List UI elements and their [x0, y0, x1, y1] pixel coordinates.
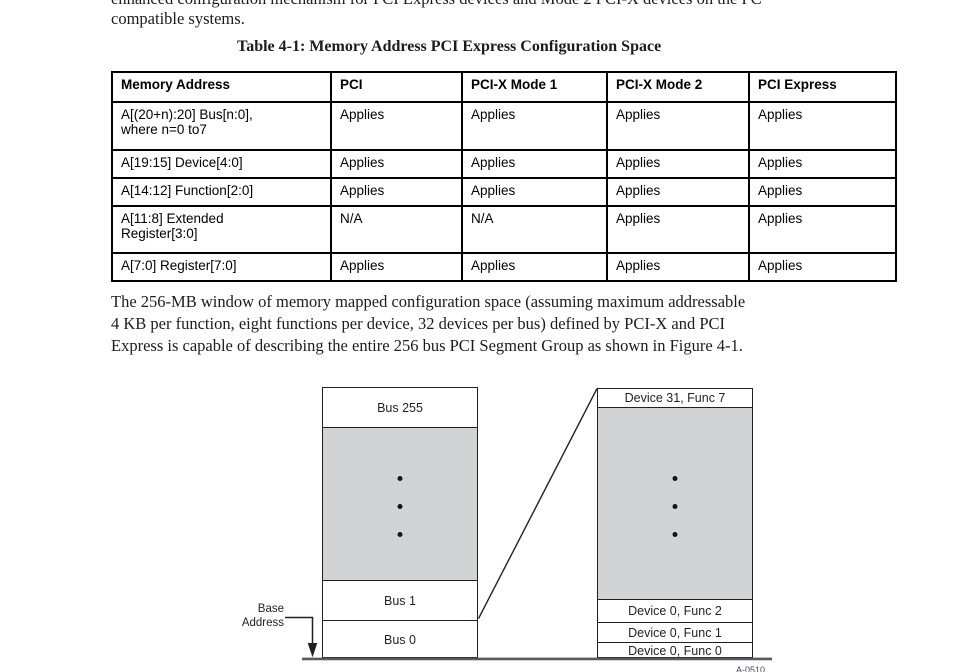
cell-address: A[14:12] Function[2:0]	[111, 177, 332, 207]
cell-value: Applies	[461, 177, 608, 207]
cell-value: Applies	[461, 101, 608, 151]
cell-value: Applies	[606, 177, 750, 207]
device-31-func-7-cell: Device 31, Func 7	[624, 391, 726, 405]
ellipsis-dot	[397, 504, 403, 509]
paragraph-line: Express is capable of describing the ent…	[111, 336, 743, 355]
device-ellipsis-region	[598, 407, 752, 600]
cell-value: Applies	[606, 205, 750, 254]
ellipsis-dot	[397, 476, 403, 481]
cell-value: Applies	[330, 177, 463, 207]
cell-value: Applies	[330, 101, 463, 151]
cell-value: Applies	[748, 101, 897, 151]
device-function-stack: Device 31, Func 7 Device 0, Func 2 Devic…	[597, 388, 753, 658]
bus-ellipsis-region	[323, 427, 477, 581]
paragraph-line: 4 KB per function, eight functions per d…	[111, 314, 726, 333]
table-caption: Table 4-1: Memory Address PCI Express Co…	[237, 38, 662, 55]
cell-value: Applies	[606, 149, 750, 179]
cell-address: A[19:15] Device[4:0]	[111, 149, 332, 179]
cell-address: A[7:0] Register[7:0]	[111, 252, 332, 282]
cell-value: Applies	[461, 149, 608, 179]
table-row: A[11:8] Extended Register[3:0] N/A N/A A…	[111, 205, 897, 254]
bus-255-cell: Bus 255	[377, 400, 423, 415]
col-header-memory-address: Memory Address	[111, 71, 332, 103]
cell-value: Applies	[606, 252, 750, 282]
cell-address: A[(20+n):20] Bus[n:0], where n=0 to7	[111, 101, 332, 151]
base-address-label-line1: Base	[257, 603, 284, 615]
device-0-func-0-cell: Device 0, Func 0	[598, 642, 752, 659]
memory-address-table: Memory Address PCI PCI-X Mode 1 PCI-X Mo…	[111, 71, 897, 282]
col-header-pcix-mode1: PCI-X Mode 1	[461, 71, 608, 103]
paragraph-line: The 256-MB window of memory mapped confi…	[111, 292, 746, 311]
expansion-diagonal-line	[477, 388, 598, 619]
cell-address: A[11:8] Extended Register[3:0]	[111, 205, 332, 254]
base-address-label-line2: Address	[241, 616, 284, 629]
cell-value: Applies	[748, 205, 897, 254]
cell-value: Applies	[606, 101, 750, 151]
base-address-leader-line	[285, 616, 314, 644]
base-address-arrowhead-icon	[307, 643, 318, 658]
cell-value: Applies	[748, 177, 897, 207]
table-row: A[7:0] Register[7:0] Applies Applies App…	[111, 252, 897, 282]
cell-value: Applies	[461, 252, 608, 282]
ellipsis-dot	[672, 504, 678, 509]
cell-value: Applies	[330, 252, 463, 282]
bus-address-stack: Bus 255 Bus 1 Bus 0	[322, 387, 478, 658]
bus-0-cell: Bus 0	[323, 620, 477, 659]
cell-value: N/A	[330, 205, 463, 254]
table-header-row: Memory Address PCI PCI-X Mode 1 PCI-X Mo…	[111, 71, 897, 103]
cell-value: Applies	[748, 252, 897, 282]
ellipsis-dot	[672, 476, 678, 481]
device-0-func-1-cell: Device 0, Func 1	[598, 622, 752, 642]
paragraph-line: compatible systems.	[111, 9, 245, 28]
cell-value: N/A	[461, 205, 608, 254]
device-0-func-2-cell: Device 0, Func 2	[628, 604, 722, 618]
col-header-pci: PCI	[330, 71, 463, 103]
ellipsis-dot	[672, 532, 678, 537]
table-row: A[19:15] Device[4:0] Applies Applies App…	[111, 149, 897, 179]
clipped-paragraph-line: enhanced configuration mechanism for PCI…	[111, 0, 762, 9]
col-header-pcix-mode2: PCI-X Mode 2	[606, 71, 750, 103]
figure-artwork-id: A-0510	[736, 665, 766, 672]
col-header-pci-express: PCI Express	[748, 71, 897, 103]
base-address-label: Base Address	[208, 603, 284, 630]
table-row: A[14:12] Function[2:0] Applies Applies A…	[111, 177, 897, 207]
bus-1-cell: Bus 1	[384, 593, 416, 608]
cell-value: Applies	[330, 149, 463, 179]
cell-value: Applies	[748, 149, 897, 179]
table-row: A[(20+n):20] Bus[n:0], where n=0 to7 App…	[111, 101, 897, 151]
ellipsis-dot	[397, 532, 403, 537]
